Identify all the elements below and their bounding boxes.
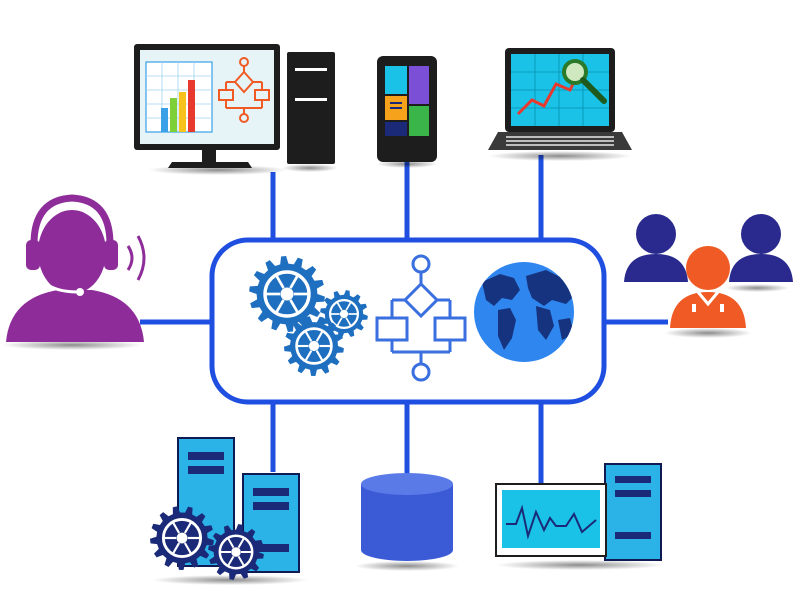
- globe-icon: [474, 262, 574, 362]
- tablet-icon: [377, 56, 437, 168]
- bar-chart-icon: [145, 61, 213, 133]
- laptop-analytics-icon: [488, 48, 632, 161]
- support-agent-headset-icon: [2, 194, 146, 350]
- user-group-icon: [624, 214, 793, 338]
- gear-bottom: [284, 316, 344, 376]
- server-gear-right: [208, 524, 264, 580]
- connection-lines: [140, 155, 668, 486]
- server-gear-left: [150, 506, 214, 570]
- desktop-computer-icon: [134, 44, 338, 175]
- database-icon: [355, 473, 459, 571]
- workflow-icon: [375, 254, 467, 382]
- server-monitor-icon: [495, 463, 664, 570]
- gear-large: [249, 256, 325, 332]
- server-gears: [150, 506, 264, 580]
- gears-icon: [249, 256, 368, 376]
- flowchart-small-icon: [218, 57, 270, 123]
